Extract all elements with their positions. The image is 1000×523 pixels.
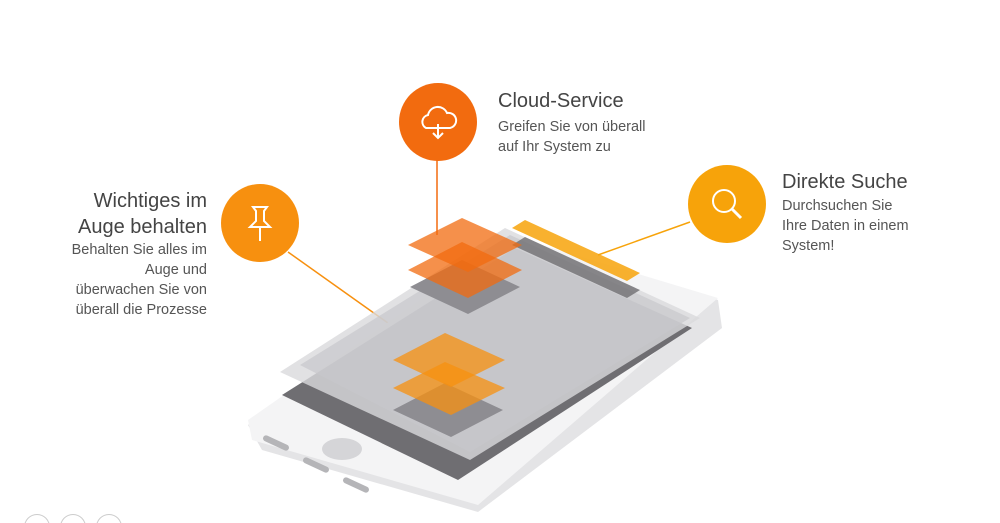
title-line: Wichtiges im	[93, 190, 207, 212]
direct-search-title: Direkte Suche	[782, 171, 908, 193]
desc-line: System!	[782, 238, 835, 254]
desc-line: Ihre Daten in einem	[782, 218, 909, 234]
desc-line: Behalten Sie alles im	[71, 242, 207, 258]
keep-track-desc: Behalten Sie alles im Auge und überwache…	[72, 240, 207, 320]
cloud-layer-stack	[408, 218, 522, 314]
desc-line: Durchsuchen Sie	[782, 198, 893, 214]
title-line: Auge behalten	[77, 216, 207, 238]
keep-track-badge	[221, 184, 299, 262]
pin-layer-stack	[393, 333, 505, 437]
direct-search-badge	[688, 165, 766, 243]
pin-icon	[247, 206, 273, 241]
search-icon	[712, 189, 743, 220]
desc-line: Greifen Sie von überall	[498, 119, 646, 135]
cloud-service-title: Cloud-Service	[498, 90, 624, 112]
desc-line: überall die Prozesse	[75, 302, 207, 318]
direct-search-desc: Durchsuchen Sie Ihre Daten in einem Syst…	[782, 196, 909, 256]
cloud-service-desc: Greifen Sie von überall auf Ihr System z…	[498, 117, 646, 157]
cloud-service-badge	[399, 83, 477, 161]
cloud-download-icon	[421, 105, 458, 140]
desc-line: Auge und	[144, 262, 207, 278]
connector-line	[597, 221, 691, 256]
keep-track-title: Wichtiges im Auge behalten	[78, 188, 207, 240]
desc-line: auf Ihr System zu	[498, 139, 611, 155]
desc-line: überwachen Sie von	[75, 282, 207, 298]
